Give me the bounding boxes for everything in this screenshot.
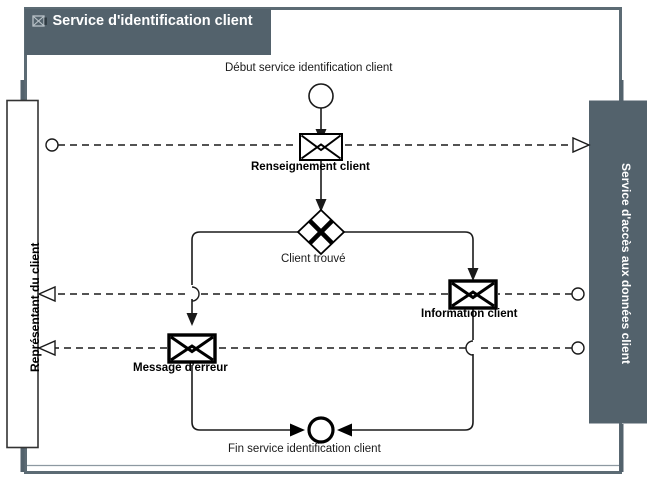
arrowhead-information-to-end	[337, 423, 352, 437]
arrowhead-gateway-to-message-erreur	[186, 313, 198, 326]
send-task-information-client[interactable]	[448, 279, 498, 310]
message-flow-3-origin-dot	[571, 341, 585, 355]
banner-title: Service d'identification client	[52, 13, 253, 29]
message-flow-2-origin-dot	[571, 287, 585, 301]
message-flow-2-hop	[191, 286, 200, 302]
message-flow-1-arrowhead	[572, 136, 591, 154]
flow-information-to-end-b	[352, 354, 474, 431]
end-event-label: Fin service identification client	[228, 443, 381, 455]
message-service-icon	[32, 15, 47, 27]
left-pool-box[interactable]	[6, 99, 39, 449]
message-flow-2-arrowhead	[37, 285, 56, 303]
task-label-message-erreur: Message d'erreur	[133, 362, 228, 374]
task-label-renseignement-client: Renseignement client	[251, 161, 370, 173]
end-event-shape[interactable]	[307, 416, 335, 444]
flow-gateway-to-information	[344, 231, 474, 272]
flow-message-erreur-to-end	[191, 365, 290, 431]
banner-background	[25, 9, 271, 55]
receive-task-renseignement-client[interactable]	[299, 133, 343, 161]
start-event-shape[interactable]	[308, 83, 334, 109]
start-event-label: Début service identification client	[225, 62, 393, 74]
message-flow-1-origin-dot	[45, 138, 59, 152]
arrowhead-gateway-to-information	[467, 268, 479, 281]
right-pool-box[interactable]	[589, 100, 647, 424]
message-flow-3-hop	[465, 340, 474, 356]
arrowhead-renseignement-to-gateway	[315, 199, 327, 212]
gateway-label-client-trouve: Client trouvé	[281, 253, 346, 265]
flow-gateway-to-message-erreur-a	[191, 231, 298, 285]
arrowhead-message-erreur-to-end	[290, 423, 305, 437]
pool-label-service-acces-donnees: Service d'accès aux données client	[619, 163, 633, 364]
exclusive-gateway-client-trouve[interactable]	[296, 208, 346, 256]
send-task-message-erreur[interactable]	[167, 333, 217, 364]
message-flow-3-arrowhead	[37, 339, 56, 357]
task-label-information-client: Information client	[421, 308, 518, 320]
pool-label-representant-du-client: Représentant du client	[28, 242, 42, 372]
